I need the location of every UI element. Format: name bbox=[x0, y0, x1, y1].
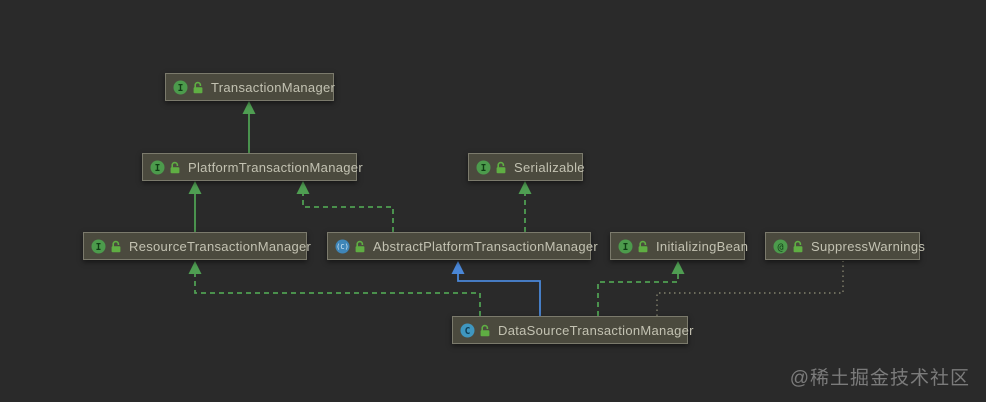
arrowhead-up bbox=[242, 101, 256, 114]
arrowhead-up bbox=[296, 181, 310, 194]
node-platform-transaction-manager[interactable]: I PlatformTransactionManager bbox=[142, 153, 363, 181]
lock-icon bbox=[637, 240, 649, 253]
node-label: DataSourceTransactionManager bbox=[498, 322, 694, 338]
node-initializing-bean[interactable]: I InitializingBean bbox=[610, 232, 749, 260]
svg-text:I: I bbox=[623, 242, 629, 253]
interface-icon: I bbox=[91, 239, 106, 254]
node-label: InitializingBean bbox=[656, 238, 749, 254]
node-suppress-warnings[interactable]: @ SuppressWarnings bbox=[765, 232, 925, 260]
svg-text:C: C bbox=[465, 326, 471, 337]
watermark: @稀土掘金技术社区 bbox=[789, 368, 970, 389]
abstract-class-icon: (C) bbox=[335, 239, 350, 254]
edge-platform-transaction-manager-transaction-manager bbox=[242, 101, 256, 153]
edge-datasource-transaction-manager-suppress-warnings bbox=[656, 261, 844, 316]
arrowhead-up bbox=[188, 181, 202, 194]
edge-datasource-transaction-manager-resource-transaction-manager bbox=[188, 261, 481, 316]
arrowhead-up bbox=[671, 261, 685, 274]
lock-icon bbox=[792, 240, 804, 253]
arrowhead-up bbox=[451, 261, 465, 274]
node-label: SuppressWarnings bbox=[811, 238, 926, 254]
edge-resource-transaction-manager-platform-transaction-manager bbox=[188, 181, 202, 232]
edge-datasource-transaction-manager-abstract-platform-transaction-manager bbox=[451, 261, 541, 316]
class-icon: C bbox=[460, 323, 475, 338]
node-label: ResourceTransactionManager bbox=[129, 238, 312, 254]
arrowhead-up bbox=[188, 261, 202, 274]
svg-text:(C): (C) bbox=[336, 243, 349, 251]
lock-icon bbox=[192, 81, 204, 94]
lock-icon bbox=[495, 161, 507, 174]
node-label: Serializable bbox=[514, 159, 585, 175]
node-label: PlatformTransactionManager bbox=[188, 159, 363, 175]
arrowhead-up bbox=[518, 181, 532, 194]
node-serializable[interactable]: I Serializable bbox=[468, 153, 585, 181]
lock-icon bbox=[354, 240, 366, 253]
interface-icon: I bbox=[150, 160, 165, 175]
lock-icon bbox=[169, 161, 181, 174]
interface-icon: I bbox=[173, 80, 188, 95]
node-abstract-platform-transaction-manager[interactable]: (C) AbstractPlatformTransactionManager bbox=[327, 232, 598, 260]
node-transaction-manager[interactable]: I TransactionManager bbox=[165, 73, 336, 101]
edge-datasource-transaction-manager-initializing-bean bbox=[597, 261, 685, 316]
edge-abstract-platform-transaction-manager-platform-transaction-manager bbox=[296, 181, 394, 232]
lock-icon bbox=[479, 324, 491, 337]
interface-icon: I bbox=[476, 160, 491, 175]
svg-text:I: I bbox=[96, 242, 102, 253]
interface-icon: I bbox=[618, 239, 633, 254]
node-label: TransactionManager bbox=[211, 79, 336, 95]
node-datasource-transaction-manager[interactable]: C DataSourceTransactionManager bbox=[452, 316, 693, 344]
svg-text:@: @ bbox=[777, 242, 783, 253]
annotation-icon: @ bbox=[773, 239, 788, 254]
node-label: AbstractPlatformTransactionManager bbox=[373, 238, 599, 254]
edge-abstract-platform-transaction-manager-serializable bbox=[518, 181, 532, 232]
svg-text:I: I bbox=[481, 163, 487, 174]
svg-text:I: I bbox=[178, 83, 184, 94]
lock-icon bbox=[110, 240, 122, 253]
node-resource-transaction-manager[interactable]: I ResourceTransactionManager bbox=[83, 232, 311, 260]
svg-text:I: I bbox=[155, 163, 161, 174]
